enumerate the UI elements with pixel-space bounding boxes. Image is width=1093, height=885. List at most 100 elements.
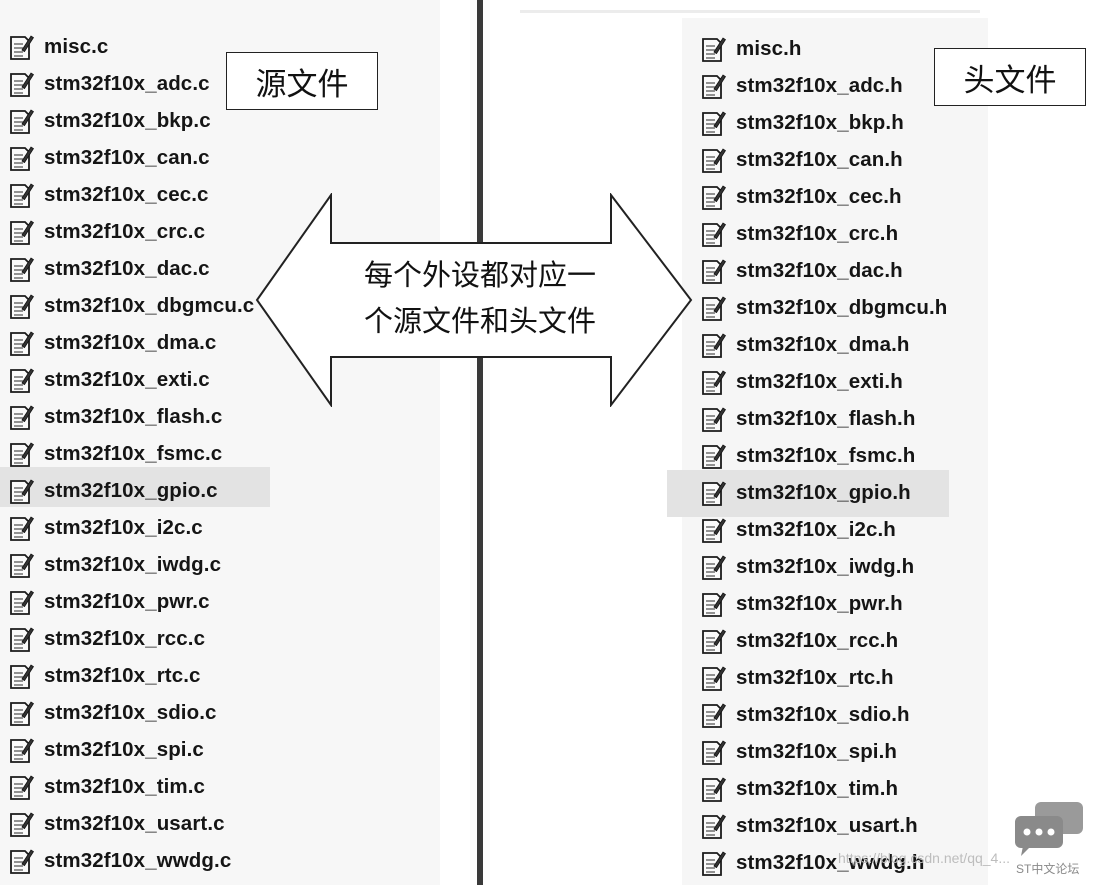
- header-file-item[interactable]: stm32f10x_spi.h: [700, 733, 947, 770]
- file-name: stm32f10x_pwr.h: [736, 591, 903, 615]
- file-name: stm32f10x_iwdg.h: [736, 554, 915, 578]
- file-name: misc.h: [736, 36, 802, 60]
- file-name: stm32f10x_i2c.h: [736, 517, 896, 541]
- document-icon: [700, 664, 727, 692]
- header-file-item[interactable]: stm32f10x_cec.h: [700, 178, 947, 215]
- document-icon: [8, 847, 35, 875]
- file-name: stm32f10x_exti.c: [44, 367, 210, 391]
- document-icon: [8, 810, 35, 838]
- file-name: stm32f10x_rcc.h: [736, 628, 899, 652]
- source-file-list: misc.c stm32f10x_adc.c stm32f10x_bkp.c stm3…: [8, 28, 254, 879]
- source-file-item[interactable]: stm32f10x_sdio.c: [8, 694, 254, 731]
- file-name: stm32f10x_usart.c: [44, 811, 225, 835]
- header-file-item[interactable]: stm32f10x_exti.h: [700, 363, 947, 400]
- source-file-item[interactable]: stm32f10x_gpio.c: [8, 472, 254, 509]
- header-file-item[interactable]: stm32f10x_rcc.h: [700, 622, 947, 659]
- document-icon: [8, 514, 35, 542]
- file-name: stm32f10x_sdio.c: [44, 700, 217, 724]
- header-panel-top-edge: [520, 10, 980, 13]
- document-icon: [700, 775, 727, 803]
- header-file-item[interactable]: stm32f10x_dac.h: [700, 252, 947, 289]
- source-file-item[interactable]: stm32f10x_cec.c: [8, 176, 254, 213]
- document-icon: [8, 70, 35, 98]
- source-file-item[interactable]: stm32f10x_iwdg.c: [8, 546, 254, 583]
- source-file-item[interactable]: stm32f10x_exti.c: [8, 361, 254, 398]
- document-icon: [700, 405, 727, 433]
- document-icon: [8, 107, 35, 135]
- header-file-item[interactable]: stm32f10x_bkp.h: [700, 104, 947, 141]
- file-name: stm32f10x_dbgmcu.c: [44, 293, 255, 317]
- document-icon: [700, 442, 727, 470]
- file-name: stm32f10x_pwr.c: [44, 589, 210, 613]
- double-arrow-icon: [255, 193, 693, 407]
- document-icon: [700, 146, 727, 174]
- file-name: stm32f10x_fsmc.c: [44, 441, 223, 465]
- header-file-item[interactable]: stm32f10x_gpio.h: [700, 474, 947, 511]
- document-icon: [8, 329, 35, 357]
- document-icon: [700, 109, 727, 137]
- header-file-item[interactable]: stm32f10x_pwr.h: [700, 585, 947, 622]
- document-icon: [700, 368, 727, 396]
- header-file-item[interactable]: stm32f10x_flash.h: [700, 400, 947, 437]
- source-file-item[interactable]: stm32f10x_dbgmcu.c: [8, 287, 254, 324]
- header-file-item[interactable]: stm32f10x_wwdg.h: [700, 844, 947, 881]
- header-file-item[interactable]: stm32f10x_adc.h: [700, 67, 947, 104]
- source-file-item[interactable]: stm32f10x_i2c.c: [8, 509, 254, 546]
- document-icon: [700, 516, 727, 544]
- source-file-item[interactable]: stm32f10x_pwr.c: [8, 583, 254, 620]
- source-file-item[interactable]: stm32f10x_flash.c: [8, 398, 254, 435]
- source-file-item[interactable]: stm32f10x_fsmc.c: [8, 435, 254, 472]
- document-icon: [700, 479, 727, 507]
- file-name: stm32f10x_can.h: [736, 147, 903, 171]
- document-icon: [700, 849, 727, 877]
- watermark-brand: ST中文论坛: [1016, 862, 1080, 876]
- source-file-item[interactable]: misc.c: [8, 28, 254, 65]
- source-file-item[interactable]: stm32f10x_spi.c: [8, 731, 254, 768]
- file-name: stm32f10x_i2c.c: [44, 515, 203, 539]
- header-file-item[interactable]: stm32f10x_i2c.h: [700, 511, 947, 548]
- file-name: stm32f10x_wwdg.h: [736, 850, 925, 874]
- header-file-item[interactable]: stm32f10x_sdio.h: [700, 696, 947, 733]
- header-file-item[interactable]: stm32f10x_dma.h: [700, 326, 947, 363]
- file-name: stm32f10x_spi.c: [44, 737, 204, 761]
- source-file-item[interactable]: stm32f10x_bkp.c: [8, 102, 254, 139]
- file-name: stm32f10x_dma.h: [736, 332, 910, 356]
- document-icon: [8, 736, 35, 764]
- header-file-item[interactable]: stm32f10x_rtc.h: [700, 659, 947, 696]
- source-file-item[interactable]: stm32f10x_crc.c: [8, 213, 254, 250]
- header-file-item[interactable]: stm32f10x_tim.h: [700, 770, 947, 807]
- file-name: stm32f10x_sdio.h: [736, 702, 910, 726]
- header-file-item[interactable]: stm32f10x_fsmc.h: [700, 437, 947, 474]
- source-file-item[interactable]: stm32f10x_dma.c: [8, 324, 254, 361]
- file-name: stm32f10x_adc.c: [44, 71, 210, 95]
- source-file-item[interactable]: stm32f10x_usart.c: [8, 805, 254, 842]
- header-file-item[interactable]: stm32f10x_iwdg.h: [700, 548, 947, 585]
- source-file-item[interactable]: stm32f10x_rtc.c: [8, 657, 254, 694]
- file-name: stm32f10x_can.c: [44, 145, 210, 169]
- file-name: stm32f10x_tim.c: [44, 774, 206, 798]
- source-file-item[interactable]: stm32f10x_can.c: [8, 139, 254, 176]
- document-icon: [8, 699, 35, 727]
- document-icon: [700, 331, 727, 359]
- file-name: stm32f10x_dma.c: [44, 330, 217, 354]
- header-file-item[interactable]: stm32f10x_dbgmcu.h: [700, 289, 947, 326]
- selected-row-highlight: [0, 467, 270, 507]
- source-file-item[interactable]: stm32f10x_adc.c: [8, 65, 254, 102]
- header-file-item[interactable]: stm32f10x_usart.h: [700, 807, 947, 844]
- source-file-item[interactable]: stm32f10x_rcc.c: [8, 620, 254, 657]
- source-file-item[interactable]: stm32f10x_wwdg.c: [8, 842, 254, 879]
- source-file-item[interactable]: stm32f10x_dac.c: [8, 250, 254, 287]
- file-name: stm32f10x_crc.c: [44, 219, 206, 243]
- header-file-item[interactable]: stm32f10x_can.h: [700, 141, 947, 178]
- file-name: stm32f10x_rtc.h: [736, 665, 894, 689]
- file-name: stm32f10x_cec.h: [736, 184, 902, 208]
- document-icon: [8, 440, 35, 468]
- document-icon: [700, 627, 727, 655]
- header-file-item[interactable]: misc.h: [700, 30, 947, 67]
- source-file-item[interactable]: stm32f10x_tim.c: [8, 768, 254, 805]
- header-file-item[interactable]: stm32f10x_crc.h: [700, 215, 947, 252]
- document-icon: [700, 183, 727, 211]
- file-name: stm32f10x_flash.h: [736, 406, 916, 430]
- file-name: stm32f10x_usart.h: [736, 813, 918, 837]
- file-name: stm32f10x_flash.c: [44, 404, 223, 428]
